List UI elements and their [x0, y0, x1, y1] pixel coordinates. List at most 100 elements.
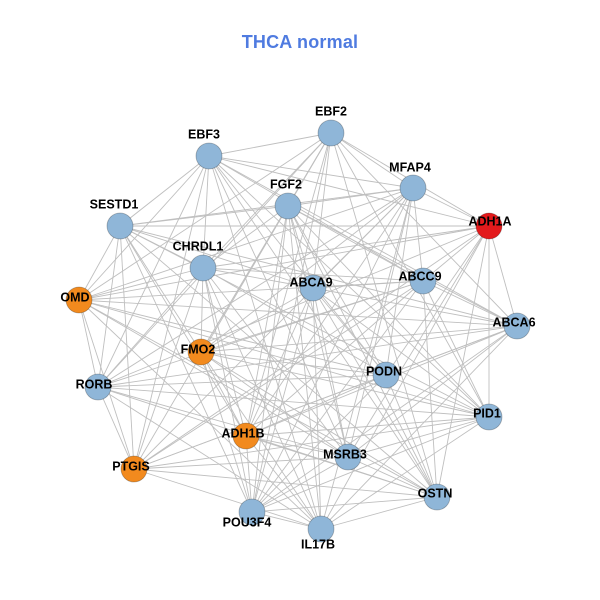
edge-RORB-MSRB3	[97, 386, 349, 458]
node-label-IL17B: IL17B	[301, 537, 335, 551]
node-label-EBF3: EBF3	[188, 127, 220, 141]
node-label-PID1: PID1	[473, 406, 501, 420]
edge-PID1-IL17B	[320, 416, 490, 530]
node-label-CHRDL1: CHRDL1	[173, 239, 224, 253]
edge-ADH1A-ABCC9	[422, 225, 490, 282]
edge-ADH1A-ABCA6	[488, 225, 518, 327]
node-label-ABCA6: ABCA6	[492, 315, 535, 329]
node-PTGIS	[120, 455, 148, 483]
edge-PID1-PTGIS	[133, 416, 490, 470]
edge-ABCC9-ADH1B	[245, 280, 424, 437]
edge-FMO2-OSTN	[200, 351, 438, 498]
edge-PODN-POU3F4	[251, 374, 387, 513]
edge-EBF3-ADH1A	[208, 155, 490, 227]
edge-RORB-PID1	[97, 386, 490, 418]
edge-MFAP4-RORB	[97, 187, 414, 388]
edge-PODN-PID1	[385, 374, 490, 418]
node-MSRB3	[334, 443, 362, 471]
edge-FGF2-FMO2	[200, 205, 289, 353]
edge-OMD-RORB	[78, 299, 99, 388]
edge-ABCA6-RORB	[97, 325, 518, 388]
edge-OMD-PODN	[78, 299, 387, 376]
node-OSTN	[423, 483, 451, 511]
edge-MFAP4-IL17B	[320, 187, 414, 530]
edge-EBF2-PTGIS	[133, 132, 332, 470]
edge-MSRB3-OSTN	[347, 456, 438, 498]
edge-PID1-POU3F4	[251, 416, 490, 513]
edge-ABCA9-FMO2	[200, 287, 314, 353]
edge-ABCC9-PTGIS	[133, 280, 424, 470]
node-label-ABCC9: ABCC9	[398, 269, 441, 283]
edge-CHRDL1-IL17B	[202, 267, 322, 530]
edge-MFAP4-POU3F4	[251, 187, 414, 513]
edge-FGF2-CHRDL1	[202, 205, 289, 269]
edge-SESTD1-OMD	[78, 225, 121, 301]
node-ABCA9	[299, 274, 327, 302]
edge-ABCA6-FMO2	[200, 325, 518, 353]
edge-OMD-ABCA6	[78, 299, 518, 327]
edge-EBF3-MSRB3	[208, 155, 349, 458]
edge-RORB-PTGIS	[97, 386, 135, 470]
nodes-layer	[65, 119, 531, 543]
edge-PODN-PTGIS	[133, 374, 387, 470]
edge-ABCA6-POU3F4	[251, 325, 518, 513]
edge-CHRDL1-PODN	[202, 267, 387, 376]
node-FMO2	[187, 338, 215, 366]
edge-ADH1A-OMD	[78, 225, 490, 301]
edge-EBF3-ABCA6	[208, 155, 518, 327]
node-OMD	[65, 286, 93, 314]
edge-ABCC9-OSTN	[422, 280, 438, 498]
edge-SESTD1-PID1	[119, 225, 490, 418]
node-label-MFAP4: MFAP4	[389, 160, 431, 174]
node-FGF2	[274, 192, 302, 220]
edge-EBF2-CHRDL1	[202, 132, 332, 269]
edge-SESTD1-ABCA6	[119, 225, 518, 327]
edge-ADH1A-RORB	[97, 225, 490, 388]
node-label-OSTN: OSTN	[418, 486, 453, 500]
edge-EBF3-ABCC9	[208, 155, 424, 282]
edge-EBF3-SESTD1	[119, 155, 210, 227]
node-ADH1B	[232, 422, 260, 450]
node-EBF2	[317, 119, 345, 147]
edge-OMD-OSTN	[78, 299, 438, 498]
edge-CHRDL1-ABCC9	[202, 267, 424, 282]
edge-PODN-OSTN	[385, 374, 438, 498]
edge-MFAP4-FMO2	[200, 187, 414, 353]
edge-EBF3-PODN	[208, 155, 387, 376]
edge-SESTD1-POU3F4	[119, 225, 253, 513]
edge-CHRDL1-POU3F4	[202, 267, 253, 513]
edge-OMD-PID1	[78, 299, 490, 418]
node-label-RORB: RORB	[76, 377, 113, 391]
edge-SESTD1-RORB	[97, 225, 121, 388]
edge-EBF2-MFAP4	[330, 132, 414, 189]
node-label-FGF2: FGF2	[270, 177, 302, 191]
edge-PODN-ADH1B	[245, 374, 387, 437]
edge-OSTN-IL17B	[320, 496, 438, 530]
edge-ABCA9-POU3F4	[251, 287, 314, 513]
node-ABCC9	[409, 267, 437, 295]
edge-ADH1A-OSTN	[436, 225, 490, 498]
node-label-ADH1A: ADH1A	[468, 214, 511, 228]
edge-ADH1A-IL17B	[320, 225, 490, 530]
edge-EBF3-IL17B	[208, 155, 322, 530]
edge-SESTD1-PTGIS	[119, 225, 135, 470]
edge-EBF2-ABCA6	[330, 132, 518, 327]
node-PID1	[475, 403, 503, 431]
edge-ADH1A-MSRB3	[347, 225, 490, 458]
edge-ADH1A-PTGIS	[133, 225, 490, 470]
edge-ABCA9-PODN	[312, 287, 387, 376]
edge-SESTD1-ABCA9	[119, 225, 314, 289]
edge-EBF2-POU3F4	[251, 132, 332, 513]
edge-ABCA9-IL17B	[312, 287, 322, 530]
edge-PODN-RORB	[97, 374, 387, 388]
edge-FGF2-MSRB3	[287, 205, 349, 458]
edge-OSTN-POU3F4	[251, 496, 438, 513]
edge-MFAP4-PODN	[385, 187, 414, 376]
edge-MFAP4-ABCC9	[412, 187, 424, 282]
edge-CHRDL1-OMD	[78, 267, 204, 301]
node-label-MSRB3: MSRB3	[323, 447, 367, 461]
edge-PTGIS-OSTN	[133, 468, 438, 498]
edge-ABCA9-PID1	[312, 287, 490, 418]
